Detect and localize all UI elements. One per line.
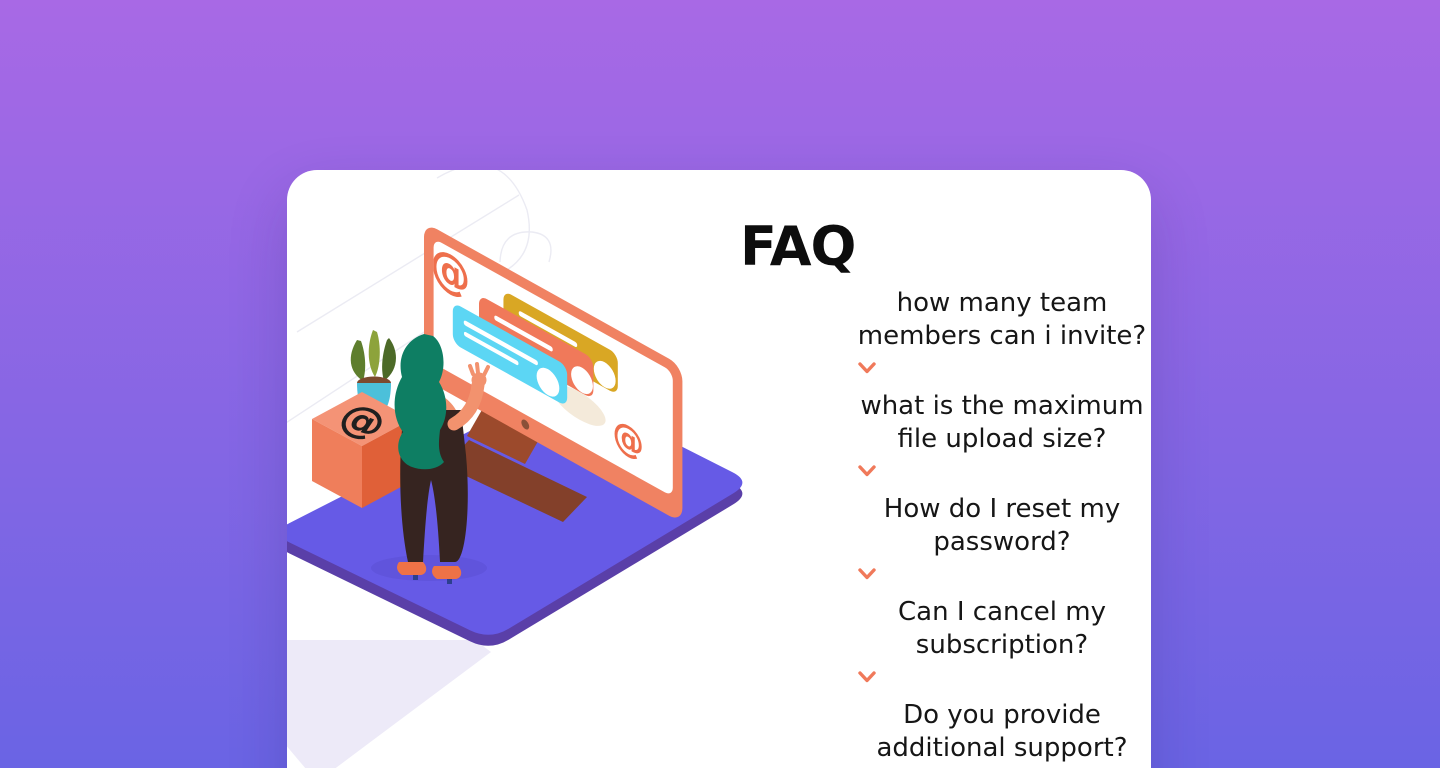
chevron-down-icon[interactable]: [858, 362, 876, 374]
monitor-stand: [445, 408, 587, 522]
chevron-down-icon[interactable]: [858, 465, 876, 477]
monitor: @ @: [424, 227, 683, 518]
faq-question[interactable]: Do you provide additional support?: [876, 700, 1128, 763]
faq-question[interactable]: Can I cancel my subscription?: [898, 597, 1106, 660]
message-card-cyan: [452, 305, 568, 404]
chevron-down-icon[interactable]: [858, 568, 876, 580]
shoe-heel: [413, 574, 418, 580]
woman-shoe-right: [432, 566, 462, 579]
floor-cast-shadow: [287, 640, 491, 768]
faq-illustration: @: [287, 170, 743, 768]
faq-list: how many team members can i invite? what…: [852, 287, 1151, 768]
woman-arm: [447, 378, 485, 431]
faq-item: How do I reset my password?: [852, 493, 1151, 580]
woman-hair: [394, 334, 447, 470]
shoe-heel: [447, 578, 452, 584]
page-title: FAQ: [740, 215, 856, 278]
faq-question[interactable]: How do I reset my password?: [883, 494, 1121, 557]
woman-shadow: [371, 555, 487, 581]
faq-item: Do you provide additional support?: [852, 699, 1151, 768]
woman-fingers: [468, 362, 490, 377]
faq-question[interactable]: what is the maximum file upload size?: [860, 391, 1144, 454]
faq-item: Can I cancel my subscription?: [852, 596, 1151, 683]
faq-card: @: [287, 170, 1151, 768]
woman-shoe-left: [397, 562, 427, 575]
monitor-bezel-dot: [521, 419, 530, 430]
faq-question[interactable]: how many team members can i invite?: [857, 288, 1147, 351]
chevron-down-icon[interactable]: [858, 671, 876, 683]
faq-item: what is the maximum file upload size?: [852, 390, 1151, 477]
woman: [394, 334, 490, 584]
faq-item: how many team members can i invite?: [852, 287, 1151, 374]
